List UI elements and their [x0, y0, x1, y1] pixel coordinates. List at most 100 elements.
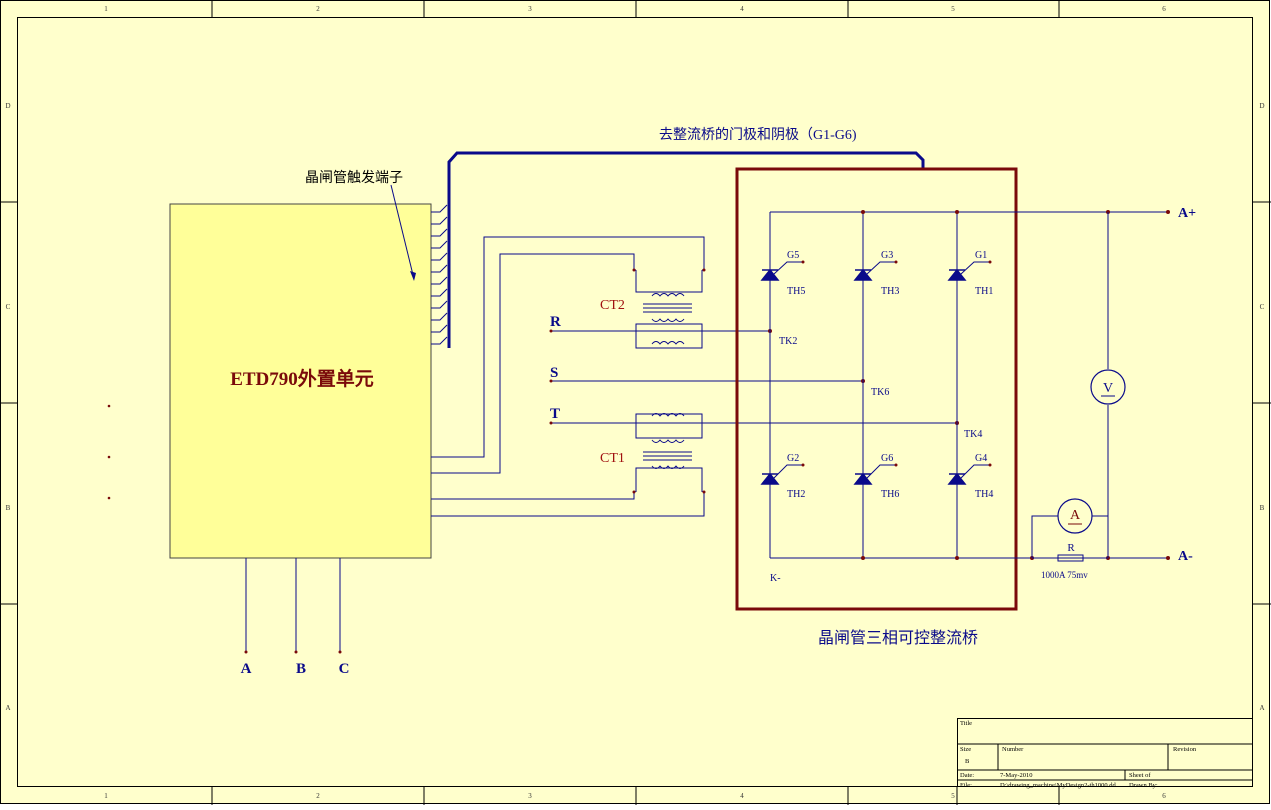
- thyristor-th5[interactable]: [760, 260, 805, 281]
- gate-g4-label: G4: [975, 453, 987, 464]
- k-minus-label: K-: [770, 573, 781, 584]
- zone-col-5-bottom: 5: [951, 792, 955, 800]
- title-block-text: Title Size B Number Revision Date: 7-May…: [960, 720, 1197, 789]
- thyristor-th1-icon: [947, 268, 967, 281]
- thyristor-th3-gate: [866, 261, 896, 275]
- voltmeter-symbol: V: [1103, 381, 1113, 396]
- zone-col-1-bottom: 1: [104, 792, 108, 800]
- zone-column-labels-top: 1 2 3 4 5 6: [104, 5, 1166, 13]
- thyristor-th3-icon: [853, 268, 873, 281]
- date-label: Date:: [960, 772, 974, 779]
- date-value: 7-May-2010: [1000, 772, 1033, 779]
- title-label: Title: [960, 720, 972, 727]
- zone-col-2: 2: [316, 5, 320, 13]
- gate-g1-label: G1: [975, 250, 987, 261]
- zone-row-a: A: [5, 704, 10, 712]
- shunt-rating-label: 1000A 75mv: [1041, 570, 1088, 580]
- zone-row-c-right: C: [1260, 303, 1265, 311]
- thyristor-th6-icon: [853, 472, 873, 485]
- thyristor-th1-gate: [960, 261, 990, 275]
- zone-col-4: 4: [740, 5, 744, 13]
- zone-row-c: C: [6, 303, 11, 311]
- thyristor-th3[interactable]: [853, 260, 898, 281]
- thyristor-th5-icon: [760, 268, 780, 281]
- ammeter-symbol: A: [1070, 508, 1081, 523]
- tk2-label: TK2: [779, 336, 797, 347]
- output-a-minus-label: A-: [1178, 549, 1193, 564]
- thyristor-th6-gate: [866, 464, 896, 479]
- ammeter[interactable]: A: [1057, 498, 1093, 534]
- drawn-by-label: Drawn By:: [1129, 782, 1158, 789]
- voltmeter-icon: [1090, 369, 1126, 405]
- gate-g2-label: G2: [787, 453, 799, 464]
- zone-row-d: D: [5, 102, 10, 110]
- th4-label: TH4: [975, 489, 993, 500]
- thyristor-th5-gate: [773, 261, 803, 275]
- stray-dots: [107, 404, 111, 500]
- etd790-unit[interactable]: [169, 203, 432, 559]
- thyristor-th4-gate: [960, 464, 990, 479]
- thyristor-th2-gate: [773, 464, 803, 479]
- trigger-terminal-pins: [431, 204, 448, 345]
- th3-label: TH3: [881, 286, 899, 297]
- ac-input-dots: [244, 650, 342, 654]
- th5-label: TH5: [787, 286, 805, 297]
- output-a-plus-label: A+: [1178, 206, 1196, 221]
- zone-row-d-right: D: [1259, 102, 1264, 110]
- bridge-enclosure[interactable]: [735, 167, 1018, 611]
- voltmeter[interactable]: V: [1090, 369, 1126, 405]
- gate-g6-label: G6: [881, 453, 893, 464]
- zone-row-labels-right: D C B A: [1259, 102, 1264, 712]
- number-label: Number: [1002, 746, 1024, 753]
- ammeter-wiring: [1031, 515, 1108, 559]
- bus-r-label: R: [550, 314, 561, 330]
- revision-label: Revision: [1173, 746, 1197, 753]
- phase-c-label: C: [339, 661, 350, 677]
- thyristor-th2[interactable]: [760, 463, 805, 485]
- ammeter-icon: [1057, 498, 1093, 534]
- file-label: File:: [960, 782, 972, 789]
- zone-col-5: 5: [951, 5, 955, 13]
- size-value: B: [965, 758, 970, 765]
- phase-b-label: B: [296, 661, 306, 677]
- bridge-title: 晶闸管三相可控整流桥: [818, 629, 978, 647]
- bus-t-label: T: [550, 406, 560, 422]
- title-block: [956, 718, 1253, 805]
- gate-g3-label: G3: [881, 250, 893, 261]
- zone-col-3-bottom: 3: [528, 792, 532, 800]
- gate-g5-label: G5: [787, 250, 799, 261]
- thyristor-th1[interactable]: [947, 260, 992, 281]
- th6-label: TH6: [881, 489, 899, 500]
- zone-col-1: 1: [104, 5, 108, 13]
- shunt-resistor[interactable]: [1057, 554, 1084, 562]
- zone-row-labels-left: D C B A: [5, 102, 10, 712]
- thyristor-th6[interactable]: [853, 463, 898, 485]
- zone-col-4-bottom: 4: [740, 792, 744, 800]
- ct2-coils: [643, 293, 692, 345]
- ac-input-wires: [245, 558, 341, 652]
- shunt-name-label: R: [1067, 542, 1075, 554]
- file-value: D:\drawing_machine\MyDesign2-th1000.dd: [1000, 782, 1116, 789]
- ct1-wiring: [431, 413, 705, 517]
- zone-col-6-bottom: 6: [1162, 792, 1166, 800]
- phase-a-label: A: [241, 661, 252, 677]
- sheet-label: Sheet of: [1129, 772, 1151, 779]
- ct2-dots: [632, 268, 706, 272]
- trigger-terminals-arrowhead: [410, 271, 416, 281]
- th2-label: TH2: [787, 489, 805, 500]
- bus-s-label: S: [550, 365, 558, 381]
- gate-bus-label: 去整流桥的门极和阴极（G1-G6): [659, 127, 857, 143]
- ct1-label: CT1: [600, 451, 625, 466]
- trigger-terminals-pointer: [390, 184, 415, 280]
- zone-col-3: 3: [528, 5, 532, 13]
- zone-row-b: B: [6, 504, 11, 512]
- zone-row-a-right: A: [1259, 704, 1264, 712]
- thyristor-th4[interactable]: [947, 463, 992, 485]
- zone-column-labels-bottom: 1 2 3 4 5 6: [104, 792, 1166, 800]
- size-label: Size: [960, 746, 971, 753]
- thyristor-th4-icon: [947, 472, 967, 485]
- ct1-coils: [643, 413, 692, 469]
- ct2-label: CT2: [600, 298, 625, 313]
